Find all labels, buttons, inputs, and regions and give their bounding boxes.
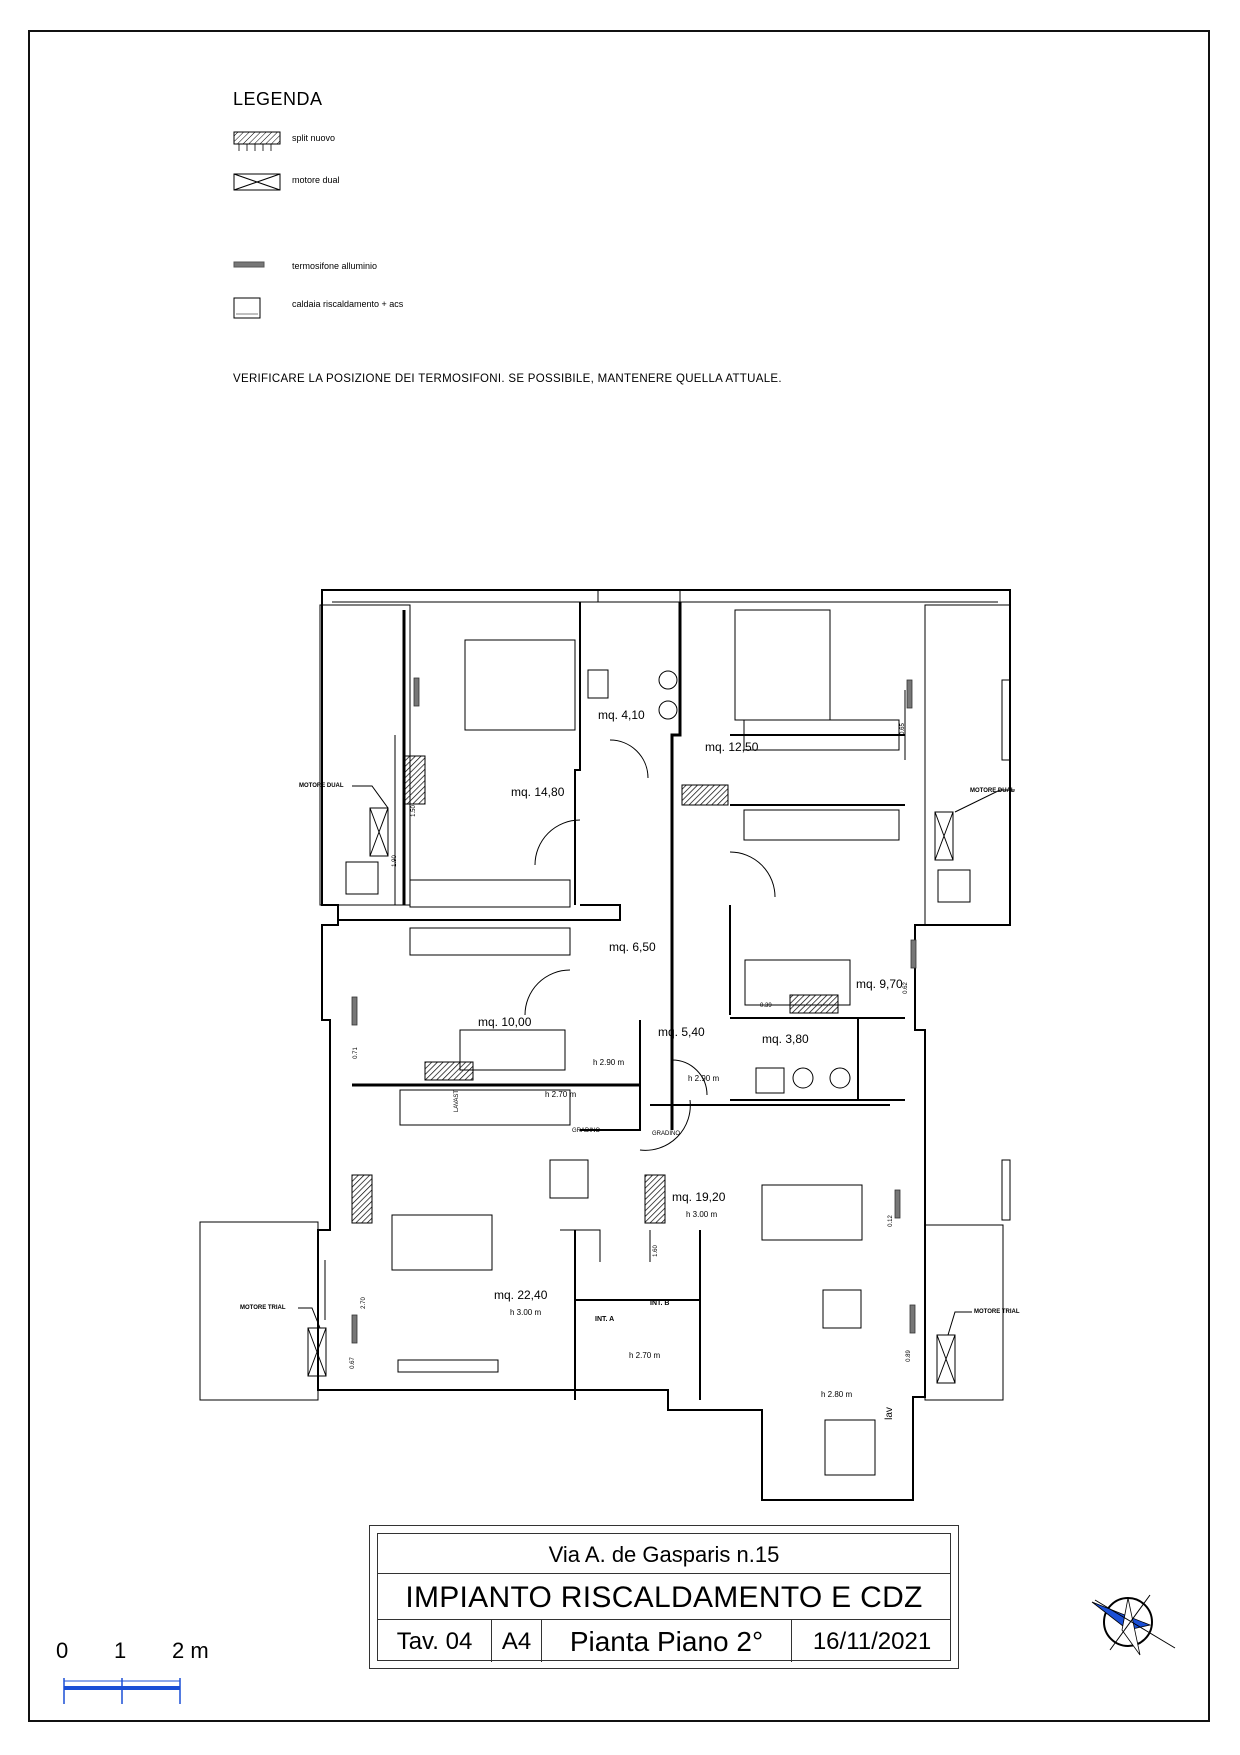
ceiling-height-label: h 2.90 m bbox=[688, 1074, 720, 1083]
motor-label: MOTORE TRIAL bbox=[974, 1309, 1020, 1315]
split-unit-icon bbox=[233, 131, 281, 151]
legend-label: caldaia riscaldamento + acs bbox=[292, 299, 404, 309]
motor-label: MOTORE DUAL bbox=[299, 783, 344, 789]
dimension-label: 1.60 bbox=[652, 1245, 659, 1257]
ceiling-height-label: h 2.90 m bbox=[593, 1058, 625, 1067]
scale-label: 1 bbox=[114, 1638, 127, 1663]
compass-icon bbox=[1091, 1594, 1176, 1656]
dimension-label: 1.50 bbox=[410, 805, 417, 817]
view-title: Pianta Piano 2° bbox=[542, 1620, 792, 1662]
address: Via A. de Gasparis n.15 bbox=[378, 1534, 950, 1574]
project-title: IMPIANTO RISCALDAMENTO E CDZ bbox=[378, 1574, 950, 1620]
legend-label: split nuovo bbox=[292, 133, 336, 143]
room-height-label: h 3.00 m bbox=[686, 1210, 718, 1219]
dimension-label: 2.70 bbox=[360, 1297, 367, 1309]
room-area-label: mq. 10,00 bbox=[478, 1015, 532, 1029]
ceiling-height-label: h 2.70 m bbox=[545, 1090, 577, 1099]
installation-note: VERIFICARE LA POSIZIONE DEI TERMOSIFONI.… bbox=[233, 373, 782, 385]
scale-label: 0 bbox=[56, 1638, 69, 1663]
dimension-label: 0.12 bbox=[887, 1215, 894, 1227]
room-area-label: mq. 19,20 bbox=[672, 1190, 726, 1204]
ceiling-height-label: h 2.70 m bbox=[629, 1351, 661, 1360]
motor-label: MOTORE TRIAL bbox=[240, 1305, 286, 1311]
unit-b-label: INT. B bbox=[650, 1300, 670, 1307]
dimension-label: 0.67 bbox=[349, 1357, 356, 1369]
room-area-label: mq. 9,70 bbox=[856, 977, 903, 991]
step-label: GRADINO bbox=[652, 1131, 681, 1137]
ceiling-height-label: h 2.80 m bbox=[821, 1390, 853, 1399]
room-area-label: mq. 22,40 bbox=[494, 1288, 548, 1302]
legend-title: LEGENDA bbox=[233, 89, 323, 109]
sheet-number: Tav. 04 bbox=[378, 1620, 492, 1662]
step-label: GRADINO bbox=[572, 1128, 601, 1134]
sheet-format: A4 bbox=[492, 1620, 542, 1662]
drawing-frame bbox=[28, 30, 1210, 1722]
lav-label: lav bbox=[883, 1407, 895, 1420]
drawing-date: 16/11/2021 bbox=[812, 1628, 932, 1655]
room-area-label: mq. 4,10 bbox=[598, 708, 645, 722]
room-area-label: mq. 6,50 bbox=[609, 940, 656, 954]
dual-motor-icon bbox=[233, 173, 281, 191]
legend-label: motore dual bbox=[292, 175, 340, 185]
lavast-label: LAVAST bbox=[454, 1089, 461, 1113]
dimension-label: 0.89 bbox=[905, 1350, 912, 1362]
dimension-label: 0.62 bbox=[902, 982, 909, 994]
title-block: Via A. de Gasparis n.15 IMPIANTO RISCALD… bbox=[369, 1525, 959, 1669]
dimension-label: 0.71 bbox=[352, 1047, 359, 1059]
boiler-icon bbox=[233, 297, 261, 319]
room-height-label: h 3.00 m bbox=[510, 1308, 542, 1317]
room-area-label: mq. 5,40 bbox=[658, 1025, 705, 1039]
scale-bar bbox=[63, 1678, 181, 1704]
dimension-label: 0.65 bbox=[899, 723, 906, 735]
room-area-label: mq. 3,80 bbox=[762, 1032, 809, 1046]
legend-label: termosifone alluminio bbox=[292, 261, 378, 271]
motor-label: MOTORE DUAL bbox=[970, 788, 1015, 794]
dimension-label: 0.39 bbox=[760, 1003, 772, 1009]
unit-a-label: INT. A bbox=[595, 1316, 615, 1323]
dimension-label: 1.90 bbox=[391, 855, 398, 867]
room-area-label: mq. 12,50 bbox=[705, 740, 759, 754]
room-area-label: mq. 14,80 bbox=[511, 785, 565, 799]
scale-label: 2 m bbox=[172, 1638, 209, 1663]
radiator-icon bbox=[233, 261, 265, 268]
